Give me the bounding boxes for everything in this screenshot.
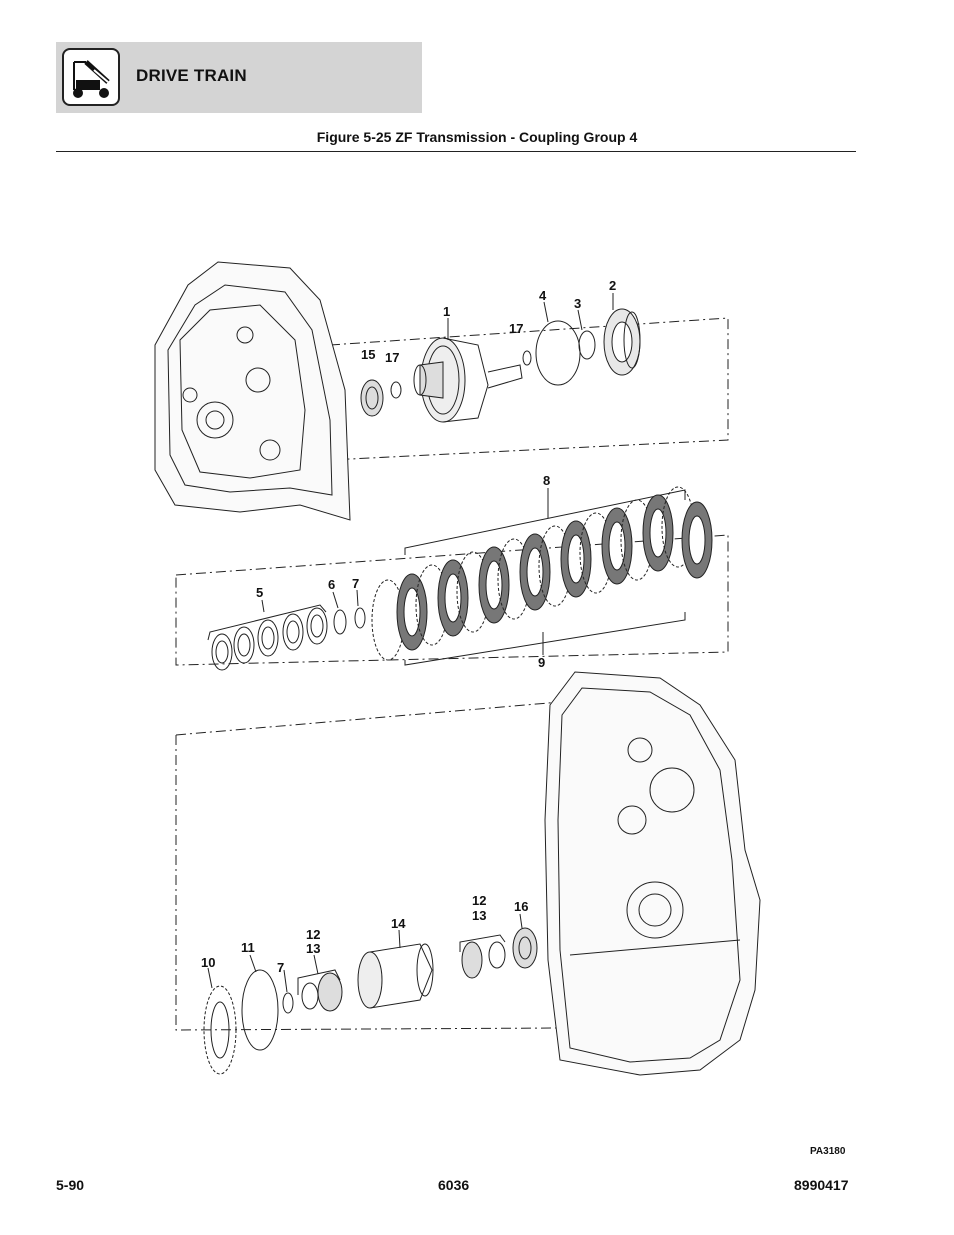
snap-ring-7-a <box>354 607 366 629</box>
callout-15: 15 <box>361 347 375 362</box>
disc-10-inner <box>210 1001 230 1059</box>
callout-10: 10 <box>201 955 215 970</box>
piston-2 <box>603 308 641 376</box>
figure-title: Figure 5-25 ZF Transmission - Coupling G… <box>316 129 638 145</box>
callout-5: 5 <box>256 585 263 600</box>
snap-ring-11 <box>241 969 279 1051</box>
washer-3 <box>578 330 596 360</box>
model-number: 6036 <box>438 1177 470 1193</box>
telehandler-vehicle-icon <box>62 48 120 106</box>
callout-6: 6 <box>328 577 335 592</box>
callout-12-right: 12 <box>472 893 486 908</box>
bearing-15 <box>360 379 384 417</box>
figure-reference: PA3180 <box>810 1146 846 1157</box>
bearing-15-inner <box>365 386 379 410</box>
clutch-disc-pack <box>371 486 713 666</box>
callout-8: 8 <box>543 473 550 488</box>
gear-shaft-14 <box>357 943 434 1009</box>
header-rule <box>56 151 856 152</box>
snap-ring-7-b <box>282 992 294 1014</box>
needle-bearing-13-a <box>317 972 343 1012</box>
callout-2: 2 <box>609 278 616 293</box>
section-header: DRIVE TRAIN <box>56 42 422 113</box>
snap-ring-17-b <box>522 350 532 366</box>
section-title: DRIVE TRAIN <box>136 66 247 85</box>
bearing-16-inner <box>518 936 532 960</box>
disc-10 <box>203 985 237 1075</box>
group-boundary-upper <box>329 317 729 461</box>
bracket-12-13-right <box>459 934 506 952</box>
page-number: 5-90 <box>56 1177 85 1193</box>
callout-7-lower: 7 <box>277 960 284 975</box>
callout-3: 3 <box>574 296 581 311</box>
callout-13-left: 13 <box>306 941 320 956</box>
callout-12-left: 12 <box>306 927 320 942</box>
callout-11: 11 <box>241 940 255 955</box>
callout-7-middle: 7 <box>352 576 359 591</box>
transmission-housing-upper <box>154 261 351 521</box>
callout-1: 1 <box>443 304 450 319</box>
bearing-cage-12-b <box>488 941 506 969</box>
transmission-housing-lower <box>544 671 761 1076</box>
ring-6 <box>333 609 347 635</box>
callout-17-upper-left: 17 <box>385 350 399 365</box>
needle-bearing-13-b <box>461 941 483 979</box>
snap-ring-17-a <box>390 381 402 399</box>
callout-14: 14 <box>391 916 406 931</box>
callout-13-right: 13 <box>472 908 486 923</box>
disc-4 <box>535 320 581 386</box>
bearing-cage-12-a <box>301 982 319 1010</box>
callout-17-upper-right: 17 <box>509 321 523 336</box>
callout-16: 16 <box>514 899 528 914</box>
callout-leaders <box>207 293 614 993</box>
document-part-number: 8990417 <box>794 1177 849 1193</box>
callout-4: 4 <box>539 288 547 303</box>
clutch-shaft-assembly <box>413 337 523 423</box>
spring-washers-5 <box>207 604 328 671</box>
bracket-12-13-left <box>297 969 341 995</box>
bearing-16 <box>512 927 538 969</box>
callout-9: 9 <box>538 655 545 670</box>
group-boundary-lower <box>175 701 561 1031</box>
